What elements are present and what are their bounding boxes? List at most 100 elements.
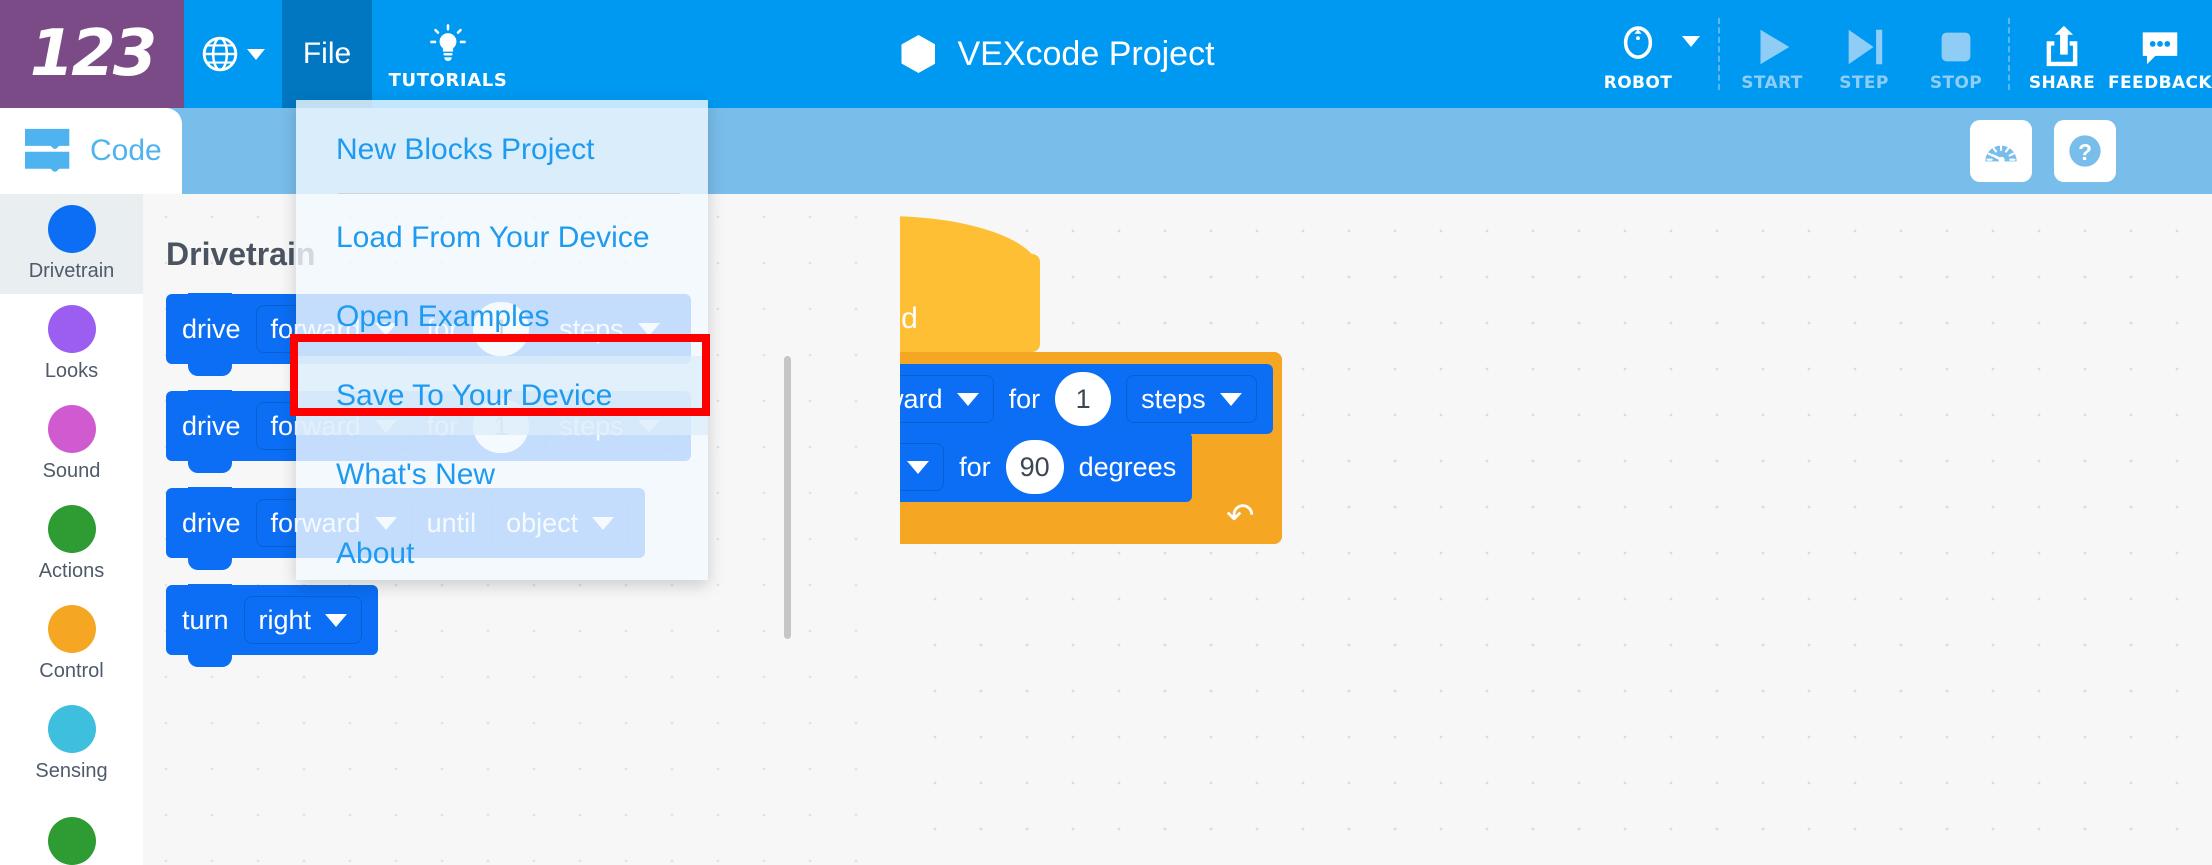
step-icon [1848, 29, 1883, 64]
globe-icon [202, 36, 238, 72]
direction-value: forward [900, 383, 943, 414]
control-color-dot [47, 605, 96, 653]
unit-value: steps [1141, 383, 1206, 414]
menu-item-load-from-your-device[interactable]: Load From Your Device [296, 198, 708, 277]
sidebar-item-label: Sound [42, 460, 101, 482]
unit-dropdown[interactable]: steps [1126, 375, 1257, 423]
code-workspace[interactable]: when started repeat 4 ↷ drive forward fo… [900, 194, 2212, 865]
dashboard-button[interactable] [1970, 120, 2032, 182]
sidebar-item-looks[interactable]: Looks [0, 294, 143, 394]
palette-title: Drivetrain [166, 236, 316, 272]
when-started-label: when started [900, 302, 918, 335]
when-started-block[interactable]: when started [900, 216, 1040, 352]
robot-chevron-down-icon[interactable] [1682, 35, 1701, 47]
menu-item-open-examples[interactable]: Open Examples [296, 277, 708, 356]
sidebar-item-sensing[interactable]: Sensing [0, 694, 143, 794]
language-selector[interactable] [184, 0, 282, 108]
menu-item-whats-new[interactable]: What's New [296, 435, 708, 514]
sidebar-item-label: Actions [38, 560, 105, 582]
share-label: SHARE [2028, 72, 2096, 93]
sidebar-item-label: Sensing [35, 760, 108, 782]
code-tab[interactable]: Code [0, 108, 182, 194]
file-dropdown-menu[interactable]: New Blocks Project Load From Your Device… [296, 100, 708, 580]
direction-dropdown[interactable]: forward [900, 375, 994, 423]
robot-icon [1623, 25, 1653, 59]
sidebar-item-control[interactable]: Control [0, 594, 143, 694]
menu-item-label: About [336, 536, 415, 570]
toolbar-actions: ROBOT START STEP [1592, 0, 2212, 108]
file-menu-button[interactable]: File [282, 0, 372, 108]
repeat-footer: ↷ [900, 497, 1282, 544]
gauge-icon [1985, 144, 2017, 163]
help-button[interactable]: ? [2054, 120, 2116, 182]
project-title: VEXcode Project [957, 34, 1215, 73]
sidebar-item-sound[interactable]: Sound [0, 394, 143, 494]
brand-text: 123 [29, 17, 158, 91]
code-tab-label: Code [90, 134, 162, 167]
block-word: drive [182, 313, 241, 344]
sidebar-item-label: Drivetrain [28, 260, 115, 282]
step-button[interactable]: STEP [1818, 0, 1910, 108]
turn-direction-dropdown[interactable]: right [900, 443, 945, 491]
partial-color-dot [47, 816, 96, 865]
menu-item-label: Save To Your Device [336, 378, 613, 412]
menu-separator [338, 193, 680, 194]
block-word: drive [182, 507, 241, 538]
palette-scrollbar-handle[interactable] [784, 356, 791, 639]
turn-direction-dropdown[interactable]: right [243, 596, 363, 644]
steps-value-input[interactable]: 1 [1055, 372, 1112, 426]
sidebar-item-partial[interactable] [0, 794, 143, 865]
tutorials-button[interactable]: TUTORIALS [372, 0, 524, 108]
degrees-label: degrees [1078, 451, 1177, 482]
palette-block-turn[interactable]: turn right [166, 584, 379, 667]
sensing-color-dot [47, 705, 96, 753]
for-label: for [1008, 383, 1041, 414]
share-button[interactable]: SHARE [2016, 0, 2108, 108]
menu-item-new-blocks-project[interactable]: New Blocks Project [296, 110, 708, 189]
actions-color-dot [47, 505, 96, 553]
robot-button[interactable]: ROBOT [1592, 0, 1712, 108]
looks-color-dot [47, 305, 96, 353]
sidebar-item-label: Looks [44, 360, 99, 382]
menu-item-save-to-your-device[interactable]: Save To Your Device [296, 356, 708, 435]
chevron-down-icon [247, 48, 265, 60]
sidebar-item-actions[interactable]: Actions [0, 494, 143, 594]
hexagon-icon [901, 35, 936, 73]
toolbar-spacer-right [1233, 0, 1592, 108]
category-sidebar: Drivetrain Looks Sound Actions Control S… [0, 194, 143, 865]
feedback-button[interactable]: FEEDBACK [2108, 0, 2212, 108]
share-icon [2046, 25, 2078, 66]
secondary-toolbar-icons: ? [1970, 120, 2116, 182]
toolbar-divider-2 [2008, 18, 2010, 90]
feedback-label: FEEDBACK [2108, 72, 2212, 93]
chevron-down-icon [325, 613, 348, 627]
loop-arrow-icon: ↷ [1225, 497, 1255, 535]
project-title-area[interactable]: VEXcode Project [883, 0, 1232, 108]
chevron-down-icon [907, 460, 930, 474]
start-label: START [1741, 72, 1803, 93]
drivetrain-color-dot [47, 205, 96, 253]
svg-text:?: ? [2078, 139, 2092, 165]
turn-direction-value: right [258, 604, 312, 635]
hat-top-shape [900, 216, 1040, 272]
sidebar-item-drivetrain[interactable]: Drivetrain [0, 194, 143, 294]
chevron-down-icon [1219, 392, 1242, 406]
sound-color-dot [47, 405, 96, 453]
stop-label: STOP [1929, 72, 1983, 93]
file-menu-label: File [302, 37, 352, 70]
feedback-icon [2142, 31, 2178, 64]
stop-button[interactable]: STOP [1910, 0, 2002, 108]
robot-label: ROBOT [1603, 72, 1673, 93]
top-toolbar: 123 File [0, 0, 2212, 108]
workspace-block-drive[interactable]: drive forward for 1 steps [900, 364, 1273, 434]
toolbar-spacer-left [524, 0, 883, 108]
block-word: drive [182, 410, 241, 441]
stop-icon [1941, 32, 1971, 61]
degrees-value-input[interactable]: 90 [1005, 440, 1064, 494]
chevron-down-icon [956, 392, 979, 406]
start-button[interactable]: START [1726, 0, 1818, 108]
question-mark-icon: ? [2069, 135, 2101, 167]
menu-item-about[interactable]: About [296, 514, 708, 593]
workspace-block-turn[interactable]: turn right for 90 degrees [900, 432, 1193, 502]
